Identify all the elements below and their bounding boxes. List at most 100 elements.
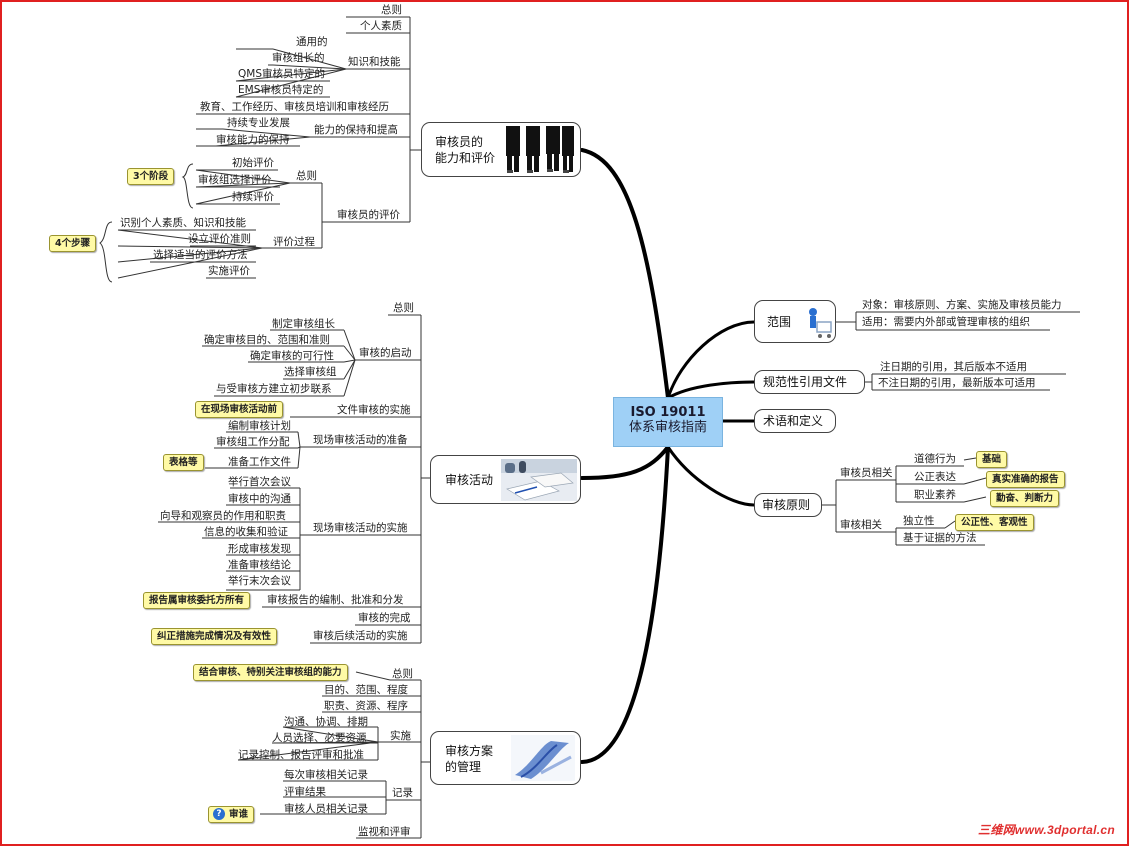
node-scope-object: 对象：审核原则、方案、实施及审核员能力 xyxy=(862,299,1062,311)
note-impartiality[interactable]: 公正性、客观性 xyxy=(955,514,1034,531)
node-audit-report: 审核报告的编制、批准和分发 xyxy=(267,594,404,606)
node-feasibility: 确定审核的可行性 xyxy=(250,350,334,362)
topic-normative-references[interactable]: 规范性引用文件 xyxy=(754,370,865,394)
node-qms-auditor: QMS审核员特定的 xyxy=(238,68,325,80)
node-onsite-preparation: 现场审核活动的准备 xyxy=(313,434,408,446)
node-education-experience: 教育、工作经历、审核员培训和审核经历 xyxy=(200,101,389,113)
note-accurate-reports[interactable]: 真实准确的报告 xyxy=(986,471,1065,488)
node-audit-plan: 编制审核计划 xyxy=(228,420,291,432)
node-select-team: 选择审核组 xyxy=(284,366,337,378)
topic-scope-label: 范围 xyxy=(767,315,792,329)
node-coordinate-schedule: 沟通、协调、排期 xyxy=(284,716,368,728)
node-personal-qualities: 个人素质 xyxy=(360,20,402,32)
node-work-assignment: 审核组工作分配 xyxy=(216,436,290,448)
node-general: 总则 xyxy=(381,4,402,16)
topic-normative-label: 规范性引用文件 xyxy=(763,375,848,389)
node-audit-completion: 审核的完成 xyxy=(358,612,411,624)
node-audit-related: 审核相关 xyxy=(840,519,882,531)
node-records: 记录 xyxy=(392,787,413,799)
node-cpd: 持续专业发展 xyxy=(227,117,290,129)
note-team-competence[interactable]: 结合审核、特别关注审核组的能力 xyxy=(193,664,348,681)
node-undated-reference: 不注日期的引用，最新版本可适用 xyxy=(878,377,1036,389)
node-ems-auditor: EMS审核员特定的 xyxy=(238,84,324,96)
note-before-onsite[interactable]: 在现场审核活动前 xyxy=(195,401,284,418)
documents-meeting-icon xyxy=(501,459,577,501)
node-independence: 独立性 xyxy=(903,515,935,527)
node-fair-presentation: 公正表达 xyxy=(914,471,956,483)
node-guides-observers: 向导和观察员的作用和职责 xyxy=(160,510,286,522)
node-general-b: 总则 xyxy=(392,668,413,680)
node-generic: 通用的 xyxy=(296,36,328,48)
watermark: 三维网www.3dportal.cn xyxy=(978,823,1115,837)
note-who-audits[interactable]: ? 审谁 xyxy=(208,806,255,823)
node-findings: 形成审核发现 xyxy=(228,543,291,555)
topic-programme-line1: 审核方案 xyxy=(445,744,494,758)
node-initial-eval: 初始评价 xyxy=(232,157,274,169)
node-eval-process: 评价过程 xyxy=(273,236,315,248)
topic-programme-management[interactable]: 审核方案 的管理 xyxy=(430,731,581,785)
node-initiating-audit: 审核的启动 xyxy=(359,347,412,359)
node-maintain-ability: 审核能力的保持 xyxy=(216,134,290,146)
node-follow-up: 审核后续活动的实施 xyxy=(313,630,408,642)
node-audit-records: 每次审核相关记录 xyxy=(284,769,368,781)
node-initial-contact: 与受审核方建立初步联系 xyxy=(216,383,332,395)
node-implementing: 实施 xyxy=(390,730,411,742)
topic-audit-activities[interactable]: 审核活动 xyxy=(430,455,581,504)
topic-auditor-competence-line1: 审核员的 xyxy=(435,135,484,149)
node-appoint-leader: 制定审核组长 xyxy=(272,318,335,330)
node-continual-eval: 持续评价 xyxy=(232,191,274,203)
node-review-results: 评审结果 xyxy=(284,786,326,798)
node-responsibilities: 职责、资源、程序 xyxy=(324,700,408,712)
question-icon: ? xyxy=(213,808,225,820)
note-four-steps[interactable]: 4个步骤 xyxy=(49,235,97,252)
node-evidence-based: 基于证据的方法 xyxy=(903,532,977,544)
note-diligence[interactable]: 勤奋、判断力 xyxy=(990,490,1060,507)
node-maintain-improve: 能力的保持和提高 xyxy=(314,124,398,136)
note-report-ownership[interactable]: 报告属审核委托方所有 xyxy=(143,592,251,609)
blue-document-icon xyxy=(511,735,575,781)
cart-person-icon xyxy=(809,308,832,338)
note-three-stages[interactable]: 3个阶段 xyxy=(127,168,175,185)
topic-auditor-competence[interactable]: 审核员的 能力和评价 xyxy=(421,122,581,177)
node-collect-verify: 信息的收集和验证 xyxy=(204,526,288,538)
topic-audit-activities-label: 审核活动 xyxy=(445,473,494,487)
node-onsite-activities: 现场审核活动的实施 xyxy=(313,522,408,534)
topic-scope[interactable]: 范围 xyxy=(754,300,836,343)
note-corrective-actions[interactable]: 纠正措施完成情况及有效性 xyxy=(151,628,278,645)
node-team-leader: 审核组长的 xyxy=(272,52,325,64)
node-professional-care: 职业素养 xyxy=(914,489,956,501)
node-identify-qualities: 识别个人素质、知识和技能 xyxy=(120,217,246,229)
node-conduct-eval: 实施评价 xyxy=(208,265,250,277)
note-forms[interactable]: 表格等 xyxy=(163,454,204,471)
topic-terms-definitions[interactable]: 术语和定义 xyxy=(754,409,836,433)
node-records-control: 记录控制、报告评审和批准 xyxy=(238,749,364,761)
node-general-a: 总则 xyxy=(393,302,414,314)
node-personnel-selection: 人员选择、必要资源 xyxy=(272,732,367,744)
topic-audit-principles[interactable]: 审核原则 xyxy=(754,493,822,517)
note-foundation[interactable]: 基础 xyxy=(976,451,1008,468)
node-closing-meeting: 举行末次会议 xyxy=(228,575,291,587)
node-scope-applicable: 适用：需要内外部或管理审核的组织 xyxy=(862,316,1030,328)
node-knowledge-skills: 知识和技能 xyxy=(348,56,401,68)
node-dated-reference: 注日期的引用，其后版本不适用 xyxy=(880,361,1027,373)
node-auditor-eval: 审核员的评价 xyxy=(337,209,400,221)
node-conclusions: 准备审核结论 xyxy=(228,559,291,571)
node-team-selection-eval: 审核组选择评价 xyxy=(198,174,272,186)
node-define-objectives: 确定审核目的、范围和准则 xyxy=(204,334,330,346)
central-topic-line1: ISO 19011 xyxy=(630,405,706,420)
node-auditor-related: 审核员相关 xyxy=(840,467,893,479)
node-select-method: 选择适当的评价方法 xyxy=(153,249,248,261)
topic-principles-label: 审核原则 xyxy=(762,498,811,512)
node-general-2: 总则 xyxy=(296,170,317,182)
central-topic[interactable]: ISO 19011 体系审核指南 xyxy=(613,397,723,447)
central-topic-line2: 体系审核指南 xyxy=(628,420,707,435)
node-objectives-scope: 目的、范围、程度 xyxy=(324,684,408,696)
topic-terms-label: 术语和定义 xyxy=(763,414,824,428)
node-opening-meeting: 举行首次会议 xyxy=(228,476,291,488)
node-work-documents: 准备工作文件 xyxy=(228,456,291,468)
node-document-review: 文件审核的实施 xyxy=(337,404,411,416)
topic-programme-line2: 的管理 xyxy=(445,760,482,774)
people-silhouette-icon xyxy=(500,126,578,173)
